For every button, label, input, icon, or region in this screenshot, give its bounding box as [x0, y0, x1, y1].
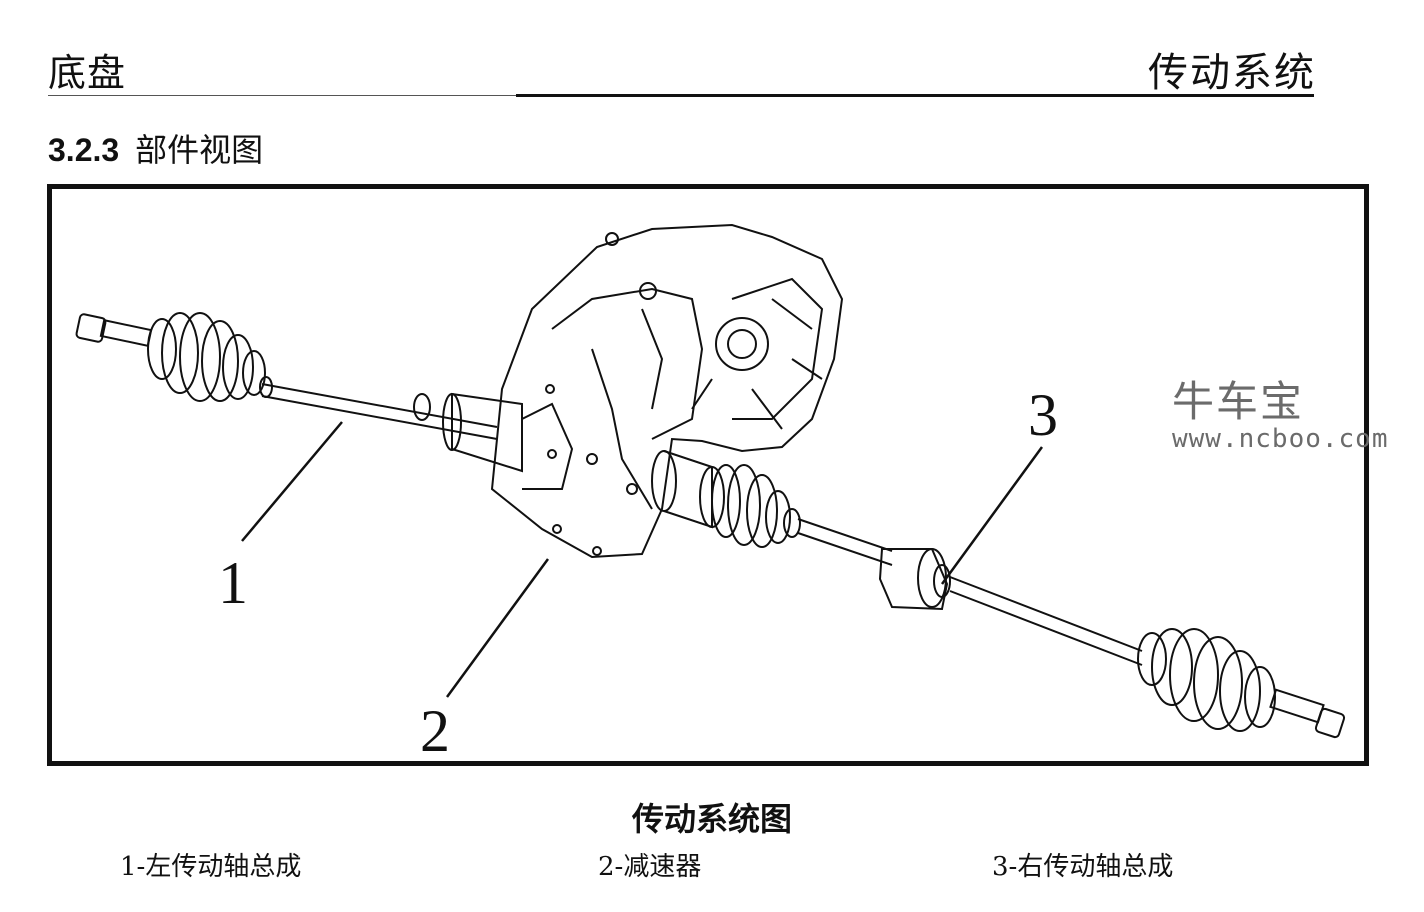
watermark-url: www.ncboo.com [1172, 424, 1389, 454]
left-shaft [261, 383, 498, 440]
section-heading: 3.2.3 部件视图 [48, 125, 263, 171]
figure-caption: 传动系统图 [631, 800, 792, 838]
leader-line-2 [445, 558, 550, 698]
callout-1: 1 [218, 550, 248, 616]
reducer-housing [490, 223, 844, 559]
left-shaft-ring [413, 393, 431, 421]
leader-line-3 [940, 446, 1044, 585]
section-title: 部件视图 [135, 131, 264, 169]
right-shaft [797, 518, 893, 566]
right-shaft-damper [878, 548, 951, 611]
left-cv-boot [147, 312, 273, 402]
right-inner-cv-boot [711, 464, 801, 548]
right-outer-cv-boot [1137, 628, 1276, 732]
header-rule-thin [48, 95, 518, 96]
right-stub [1269, 688, 1325, 724]
header-rule-thick [516, 94, 1314, 97]
drivetrain-illustration: 1 2 3 [75, 223, 1346, 761]
left-housing-collar [451, 392, 523, 473]
legend-item-1: 1-左传动轴总成 [120, 852, 302, 882]
watermark-brand: 牛车宝 [1172, 377, 1305, 426]
leader-line-1 [241, 421, 343, 542]
legend-item-3: 3-右传动轴总成 [992, 852, 1174, 882]
left-stub [75, 313, 107, 343]
header-chapter-title: 底盘 [48, 51, 127, 95]
header-section-title: 传动系统 [1148, 50, 1316, 96]
callout-2: 2 [420, 698, 450, 761]
figure-frame: 1 2 3 [47, 184, 1369, 766]
callout-3: 3 [1028, 382, 1058, 448]
section-number: 3.2.3 [48, 132, 120, 168]
legend-item-2: 2-减速器 [598, 852, 702, 882]
